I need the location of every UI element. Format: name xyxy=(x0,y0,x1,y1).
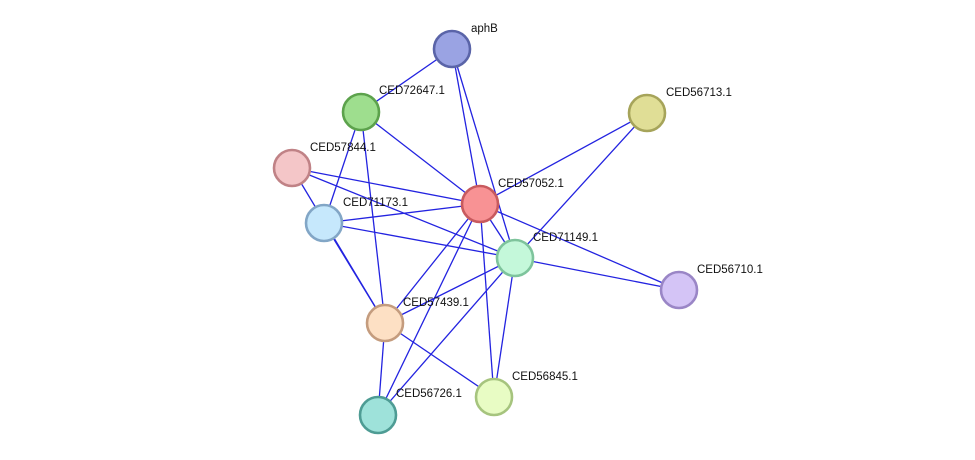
node-circle[interactable] xyxy=(432,29,472,69)
node-label: CED56710.1 xyxy=(697,264,763,276)
node-circle[interactable] xyxy=(272,148,312,188)
edge-CED71173.1-CED57439.1 xyxy=(323,222,386,324)
node-label: CED56845.1 xyxy=(512,371,578,383)
node-label: CED71173.1 xyxy=(343,197,408,209)
node-CED57052.1[interactable]: CED57052.1 xyxy=(460,178,564,224)
node-CED71149.1[interactable]: CED71149.1 xyxy=(495,232,598,278)
node-label: CED56713.1 xyxy=(666,87,732,99)
node-label: CED57439.1 xyxy=(403,297,469,309)
edge-CED56713.1-CED57052.1 xyxy=(479,112,648,205)
edge-aphB-CED57052.1 xyxy=(451,48,481,205)
node-label: CED56726.1 xyxy=(396,388,462,400)
edge-CED71149.1-CED56845.1 xyxy=(493,257,516,398)
node-CED56710.1[interactable]: CED56710.1 xyxy=(659,264,763,310)
edge-aphB-CED71149.1 xyxy=(451,48,516,259)
edge-CED57052.1-CED56726.1 xyxy=(377,203,481,416)
node-circle[interactable] xyxy=(495,238,535,278)
node-label: aphB xyxy=(471,23,498,35)
node-circle[interactable] xyxy=(627,93,667,133)
edge-CED57052.1-CED57439.1 xyxy=(384,203,481,324)
edge-CED71149.1-CED57439.1 xyxy=(384,257,516,324)
node-circle[interactable] xyxy=(474,377,514,417)
node-label: CED57844.1 xyxy=(310,142,376,154)
edge-CED57052.1-CED71173.1 xyxy=(323,203,481,224)
edge-CED56713.1-CED71149.1 xyxy=(514,112,648,259)
node-label: CED57052.1 xyxy=(498,178,564,190)
node-CED57844.1[interactable]: CED57844.1 xyxy=(272,142,376,188)
node-CED56845.1[interactable]: CED56845.1 xyxy=(474,371,578,417)
node-circle[interactable] xyxy=(341,92,381,132)
edge-CED71173.1-CED71149.1 xyxy=(323,222,516,259)
node-aphB[interactable]: aphB xyxy=(432,23,498,69)
node-circle[interactable] xyxy=(358,395,398,435)
edge-CED72647.1-CED57052.1 xyxy=(360,111,481,205)
node-circle[interactable] xyxy=(365,303,405,343)
node-CED56713.1[interactable]: CED56713.1 xyxy=(627,87,732,133)
node-circle[interactable] xyxy=(659,270,699,310)
node-CED56726.1[interactable]: CED56726.1 xyxy=(358,388,462,435)
network-nodes: aphB CED72647.1 CED56713.1CED57844.1CED570… xyxy=(272,23,763,435)
node-circle[interactable] xyxy=(304,203,344,243)
edge-CED57052.1-CED56710.1 xyxy=(479,203,680,291)
node-CED71173.1[interactable]: CED71173.1 xyxy=(304,197,408,243)
network-edges xyxy=(291,48,680,416)
edge-CED71149.1-CED56726.1 xyxy=(377,257,516,416)
edge-CED57844.1-CED57052.1 xyxy=(291,167,481,205)
node-label: CED72647.1 xyxy=(379,85,445,97)
edge-CED57439.1-CED56845.1 xyxy=(384,322,495,398)
edge-CED57052.1-CED56845.1 xyxy=(479,203,495,398)
edge-CED71149.1-CED56710.1 xyxy=(514,257,680,291)
node-CED72647.1[interactable]: CED72647.1 xyxy=(341,85,445,132)
node-label: CED71149.1 xyxy=(533,232,598,244)
edge-CED72647.1-CED71173.1 xyxy=(323,111,362,224)
node-CED57439.1[interactable]: CED57439.1 xyxy=(365,297,469,343)
node-circle[interactable] xyxy=(460,184,500,224)
